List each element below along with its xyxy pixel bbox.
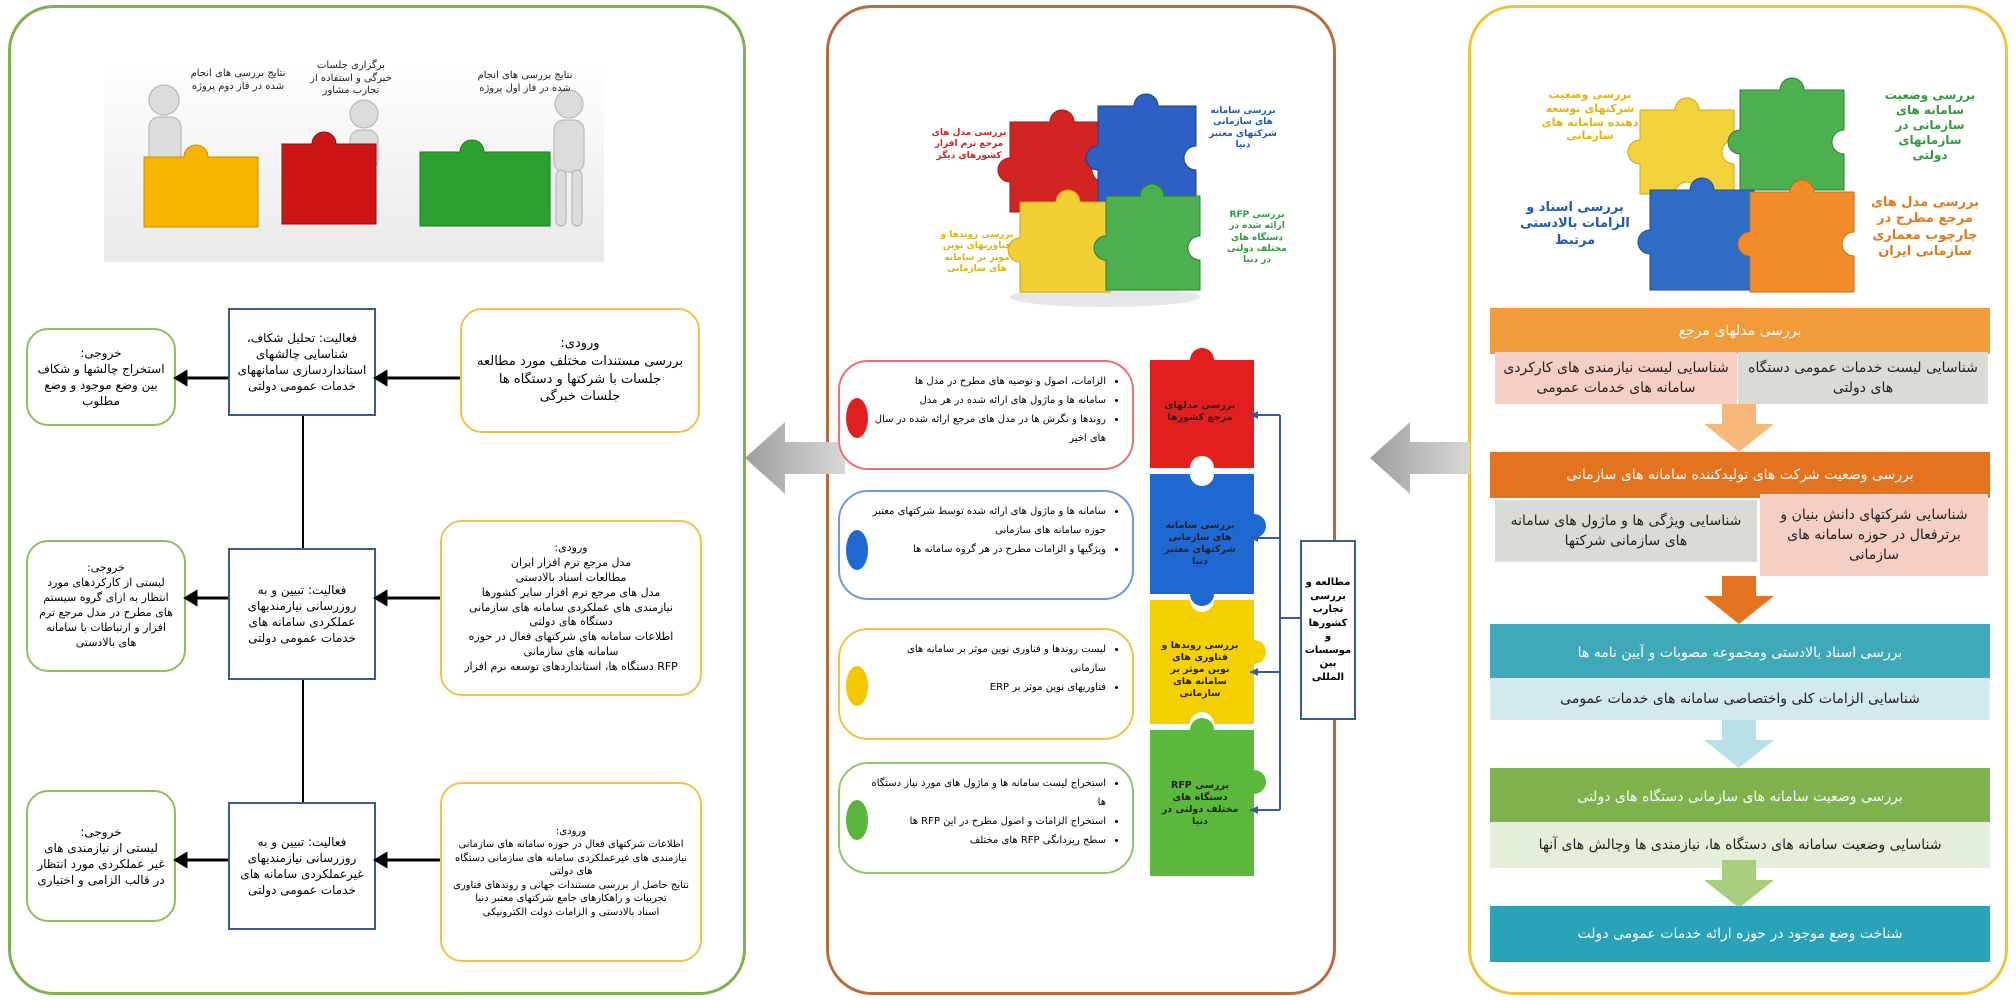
step-down-arrow-icon xyxy=(1704,404,1774,452)
card-marker-red xyxy=(846,398,868,438)
orange-puzzle-piece-icon xyxy=(1737,179,1855,293)
activity-box-row1: فعالیت: تحلیل شکاف، شناسایی چالشهای استا… xyxy=(228,308,376,416)
middle-panel xyxy=(826,5,1336,995)
stack-label-reference-models: بررسی مدلهای مرجع کشورها xyxy=(1164,400,1236,423)
study-international-box: مطالعه و بررسی تجارب کشورها و موسسات بین… xyxy=(1300,540,1356,720)
vertical-puzzle-stack xyxy=(1150,348,1266,876)
step-reference-models-header: بررسی مدلهای مرجع xyxy=(1490,308,1990,354)
figure-right-icon xyxy=(553,89,585,227)
left-puzzle-illustration xyxy=(143,84,585,228)
yellow-3d-puzzle-icon xyxy=(143,144,259,228)
output-box-row1: خروجی: استخراج چالشها و شکاف بین وضع موج… xyxy=(26,328,176,426)
right-puzzle-illustration xyxy=(1627,77,1855,293)
green-puzzle-piece-icon xyxy=(1093,183,1201,291)
input-box-row2: ورودی: مدل مرجع ترم افزار ایران مطالعات … xyxy=(440,520,702,696)
stack-label-rfp: بررسی RFP دستگاه های مختلف دولتی در دنیا xyxy=(1161,780,1239,827)
right-puzzle-label-blue: بررسی اسناد و الزامات بالادستی مرتبط xyxy=(1520,200,1630,248)
middle-puzzle-label-green: بررسی RFP ارائه شده در دستگاه های مختلف … xyxy=(1227,210,1287,265)
left-panel xyxy=(8,5,746,995)
bullet-card-reference-models: الزامات، اصول و توصیه های مطرح در مدل ها… xyxy=(838,360,1134,470)
activity-box-row2: فعالیت: تبیین و به روزرسانی نیازمندیهای … xyxy=(228,548,376,680)
input-box-row3: ورودی: اطلاعات شرکتهای فعال در حوزه ساما… xyxy=(440,782,702,962)
yellow-stack-piece-icon xyxy=(1150,600,1266,724)
step-upstream-documents-sub: شناسایی الزامات کلی واختصاصی سامانه های … xyxy=(1490,678,1990,720)
right-panel xyxy=(1468,5,2008,995)
red-puzzle-piece-icon xyxy=(997,109,1105,213)
output-box-row3: خروجی: لیستی از نیازمندی های غیر عملکردی… xyxy=(26,790,176,922)
step-developer-companies-sub-right: شناسایی شرکتهای دانش بنیان و برترفعال در… xyxy=(1760,494,1988,576)
stack-connector-lines xyxy=(1250,411,1300,814)
step-government-systems-header: بررسی وضعیت سامانه های سازمانی دستگاه ها… xyxy=(1490,768,1990,826)
blue-puzzle-piece-icon xyxy=(1637,177,1755,291)
middle-puzzle-illustration xyxy=(997,93,1201,307)
output-box-row2: خروجی: لیستی از کارکردهای مورد انتظار به… xyxy=(26,540,186,672)
bullet-card-technologies: لیست روندها و فناوری نوین موثر بر سامانه… xyxy=(838,628,1134,740)
activity-box-row3: فعالیت: تبیین و به روزرسانی نیازمندیهای … xyxy=(228,802,376,930)
card-marker-yellow xyxy=(846,666,868,706)
blue-stack-piece-icon xyxy=(1150,474,1266,606)
stack-label-companies: بررسی سامانه های سازمانی شرکتهای معتبر د… xyxy=(1164,520,1236,567)
step-down-arrow-icon xyxy=(1704,720,1774,768)
left-puzzle-label-right: نتایج بررسی های انجام شده در فاز اول پرو… xyxy=(477,70,573,94)
step-upstream-documents-header: بررسی اسناد بالادستی ومجموعه مصوبات و آی… xyxy=(1490,624,1990,682)
arrow-right-to-middle-icon xyxy=(1370,422,1470,494)
middle-puzzle-label-red: بررسی مدل های مرجع ترم افزار کشورهای دیگ… xyxy=(931,128,1007,161)
bullet-card-rfp: استخراج لیست سامانه ها و ماژول های مورد … xyxy=(838,762,1134,874)
left-puzzle-label-left: نتایج بررسی های انجام شده در فاز دوم پرو… xyxy=(190,68,286,92)
step-down-arrow-icon xyxy=(1704,860,1774,908)
right-puzzle-label-orange: بررسی مدل های مرجع مطرح در چارچوب معماری… xyxy=(1870,195,1980,259)
bullet-card-companies: سامانه ها و ماژول های ارائه شده توسط شرک… xyxy=(838,490,1134,600)
blue-puzzle-piece-icon xyxy=(1085,93,1197,203)
left-flow-arrows xyxy=(173,369,460,869)
step-down-arrow-icon xyxy=(1704,576,1774,624)
card-marker-blue xyxy=(846,530,868,570)
middle-puzzle-label-blue: بررسی سامانه های سازمانی شرکتهای معتبر د… xyxy=(1209,106,1277,150)
stack-label-technologies: بررسی روندها و فناوری های نوین موثر بر س… xyxy=(1161,640,1239,699)
step-reference-models-sub-left: شناسایی لیست نیازمندی های کارکردی سامانه… xyxy=(1495,352,1737,404)
step-current-state-header: شناخت وضع موجود در حوزه ارائه خدمات عموم… xyxy=(1490,906,1990,962)
red-stack-piece-icon xyxy=(1150,348,1254,468)
left-puzzle-label-middle: برگزاری جلسات خبرگی و استفاده از تجارب م… xyxy=(310,60,392,96)
card-marker-green xyxy=(846,800,868,840)
right-puzzle-label-yellow: بررسی وضعیت شرکتهای توسعه دهنده سامانه ه… xyxy=(1541,88,1639,143)
step-developer-companies-sub-left: شناسایی ویژگی ها و ماژول های سامانه های … xyxy=(1495,500,1757,562)
green-3d-puzzle-icon xyxy=(419,139,551,227)
right-puzzle-label-green: بررسی وضعیت سامانه های سازمانی در سازمان… xyxy=(1884,88,1976,162)
yellow-puzzle-piece-icon xyxy=(1627,97,1735,195)
step-developer-companies-header: بررسی وضعیت شرکت های تولیدکننده سامانه ه… xyxy=(1490,452,1990,498)
arrow-middle-to-left-icon xyxy=(745,422,845,494)
yellow-puzzle-piece-icon xyxy=(1007,189,1111,293)
middle-puzzle-label-yellow: بررسی روندها و فناوریهای نوین موثر بر سا… xyxy=(940,230,1014,274)
green-puzzle-piece-icon xyxy=(1727,77,1845,191)
red-3d-puzzle-icon xyxy=(281,131,377,225)
input-box-row1: ورودی: بررسی مستندات مختلف مورد مطالعه ج… xyxy=(460,308,700,433)
step-reference-models-sub-right: شناسایی لیست خدمات عمومی دستگاه های دولت… xyxy=(1738,352,1988,404)
green-stack-piece-icon xyxy=(1150,718,1266,876)
